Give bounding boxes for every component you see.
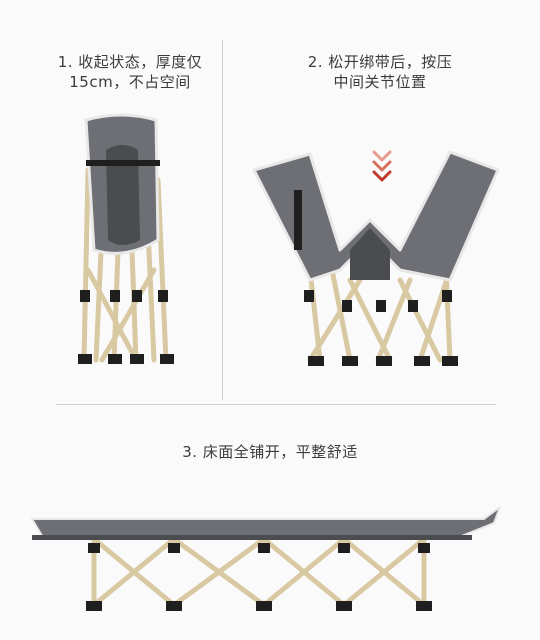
step-2-line-2: 中间关节位置	[333, 73, 427, 91]
step-3-number: 3.	[182, 443, 198, 461]
step-1-text: 收起状态，厚度仅	[78, 53, 203, 71]
step-1-caption: 1. 收起状态，厚度仅 15cm，不占空间	[40, 52, 220, 92]
folded-cot-illustration	[78, 113, 174, 364]
step-3-caption: 3. 床面全铺开，平整舒适	[120, 442, 420, 462]
step-1-line-1: 1. 收起状态，厚度仅	[40, 52, 220, 72]
step-3-text: 床面全铺开，平整舒适	[202, 443, 358, 461]
vertical-divider	[222, 40, 223, 400]
partially-folded-cot-illustration	[252, 150, 500, 366]
step-1-line-2: 15cm，不占空间	[69, 73, 191, 91]
step-2-caption: 2. 松开绑带后，按压 中间关节位置	[290, 52, 470, 92]
step-2-text: 松开绑带后，按压	[328, 53, 453, 71]
step-2-number: 2.	[307, 53, 323, 71]
unfolded-cot-illustration	[31, 506, 501, 611]
step-1-number: 1.	[57, 53, 73, 71]
step-3-line-1: 3. 床面全铺开，平整舒适	[120, 442, 420, 462]
press-down-arrow-icon	[372, 150, 392, 182]
step-2-line-1: 2. 松开绑带后，按压	[290, 52, 470, 72]
horizontal-divider	[56, 404, 496, 405]
